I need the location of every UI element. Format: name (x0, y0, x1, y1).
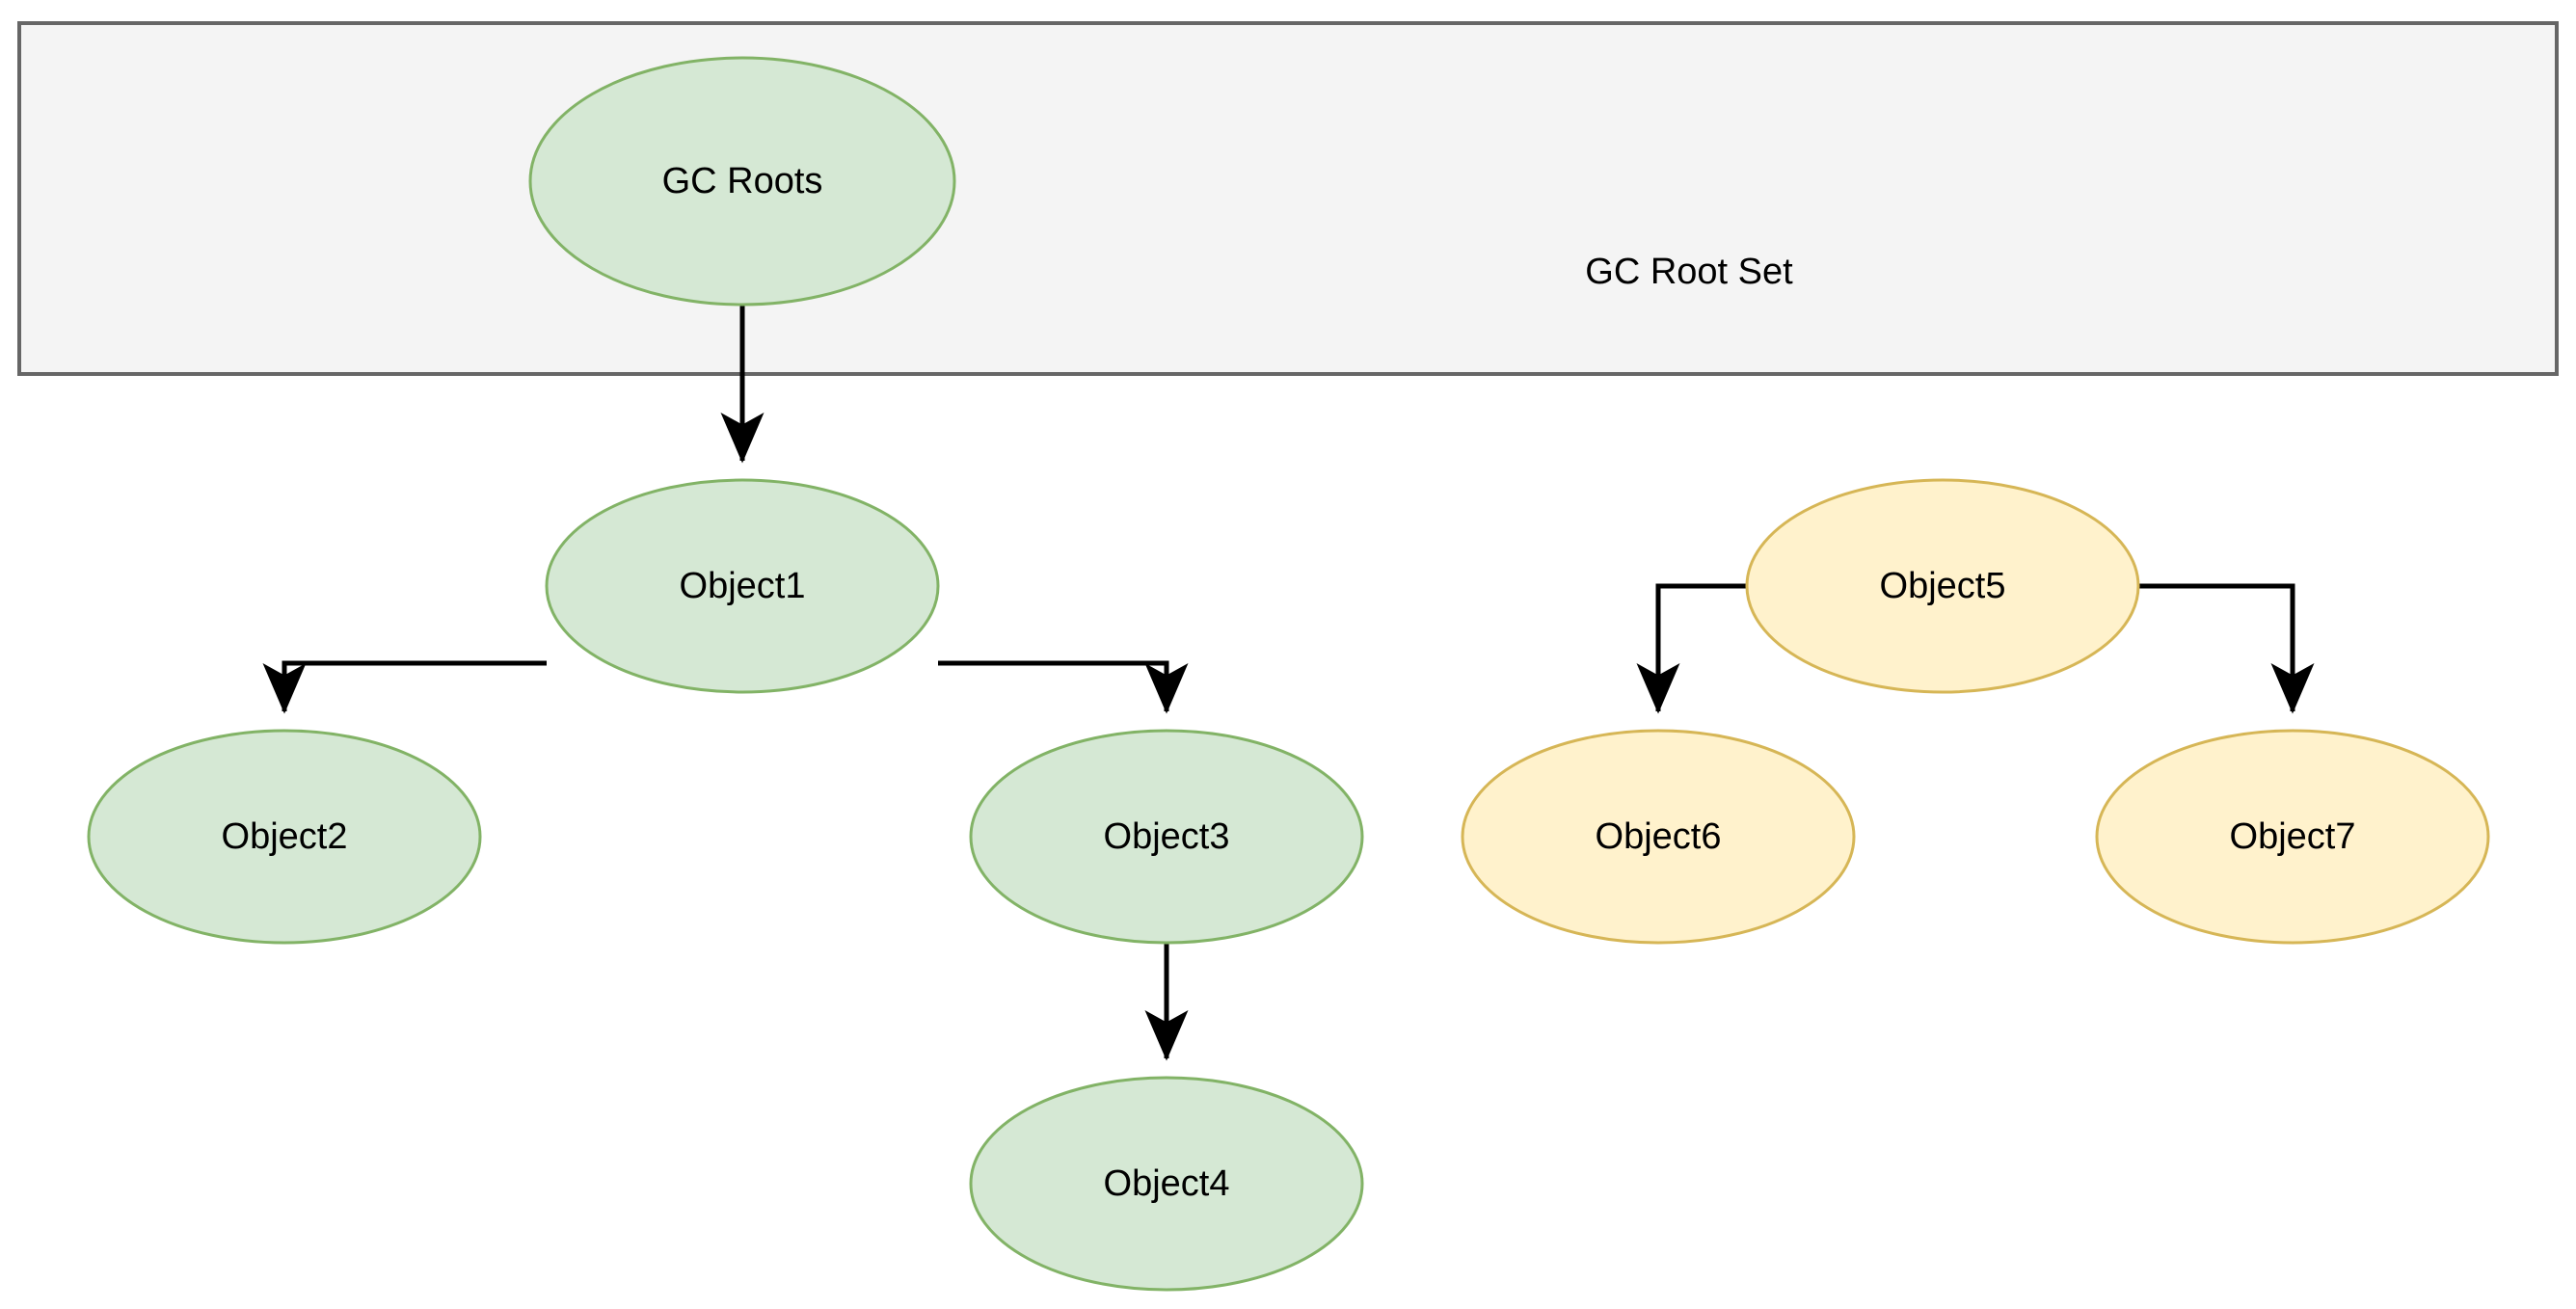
node-gc-roots[interactable]: GC Roots (528, 56, 956, 307)
edge-object1-object2[interactable] (262, 660, 547, 714)
node-object1[interactable]: Object1 (545, 478, 940, 694)
ellipse-object2[interactable] (87, 729, 482, 945)
edge-object5-object7[interactable] (2138, 583, 2315, 714)
gc-root-set-container[interactable]: GC Root Set (17, 21, 2559, 376)
node-object4[interactable]: Object4 (969, 1076, 1364, 1292)
ellipse-object6[interactable] (1461, 729, 1856, 945)
edges-layer (262, 305, 2315, 1061)
node-object3[interactable]: Object3 (969, 729, 1364, 945)
ellipse-object1[interactable] (545, 478, 940, 694)
ellipse-object3[interactable] (969, 729, 1364, 945)
gc-root-set-boundary[interactable] (17, 21, 2559, 376)
ellipse-gc-roots[interactable] (528, 56, 956, 307)
node-object5[interactable]: Object5 (1745, 478, 2140, 694)
ellipse-object4[interactable] (969, 1076, 1364, 1292)
edge-object5-object6[interactable] (1636, 583, 1747, 714)
node-object2[interactable]: Object2 (87, 729, 482, 945)
ellipse-object5[interactable] (1745, 478, 2140, 694)
edge-object1-object3[interactable] (938, 660, 1189, 714)
gc-root-set-label: GC Root Set (1585, 252, 1793, 292)
ellipse-object7[interactable] (2095, 729, 2490, 945)
node-object7[interactable]: Object7 (2095, 729, 2490, 945)
node-object6[interactable]: Object6 (1461, 729, 1856, 945)
